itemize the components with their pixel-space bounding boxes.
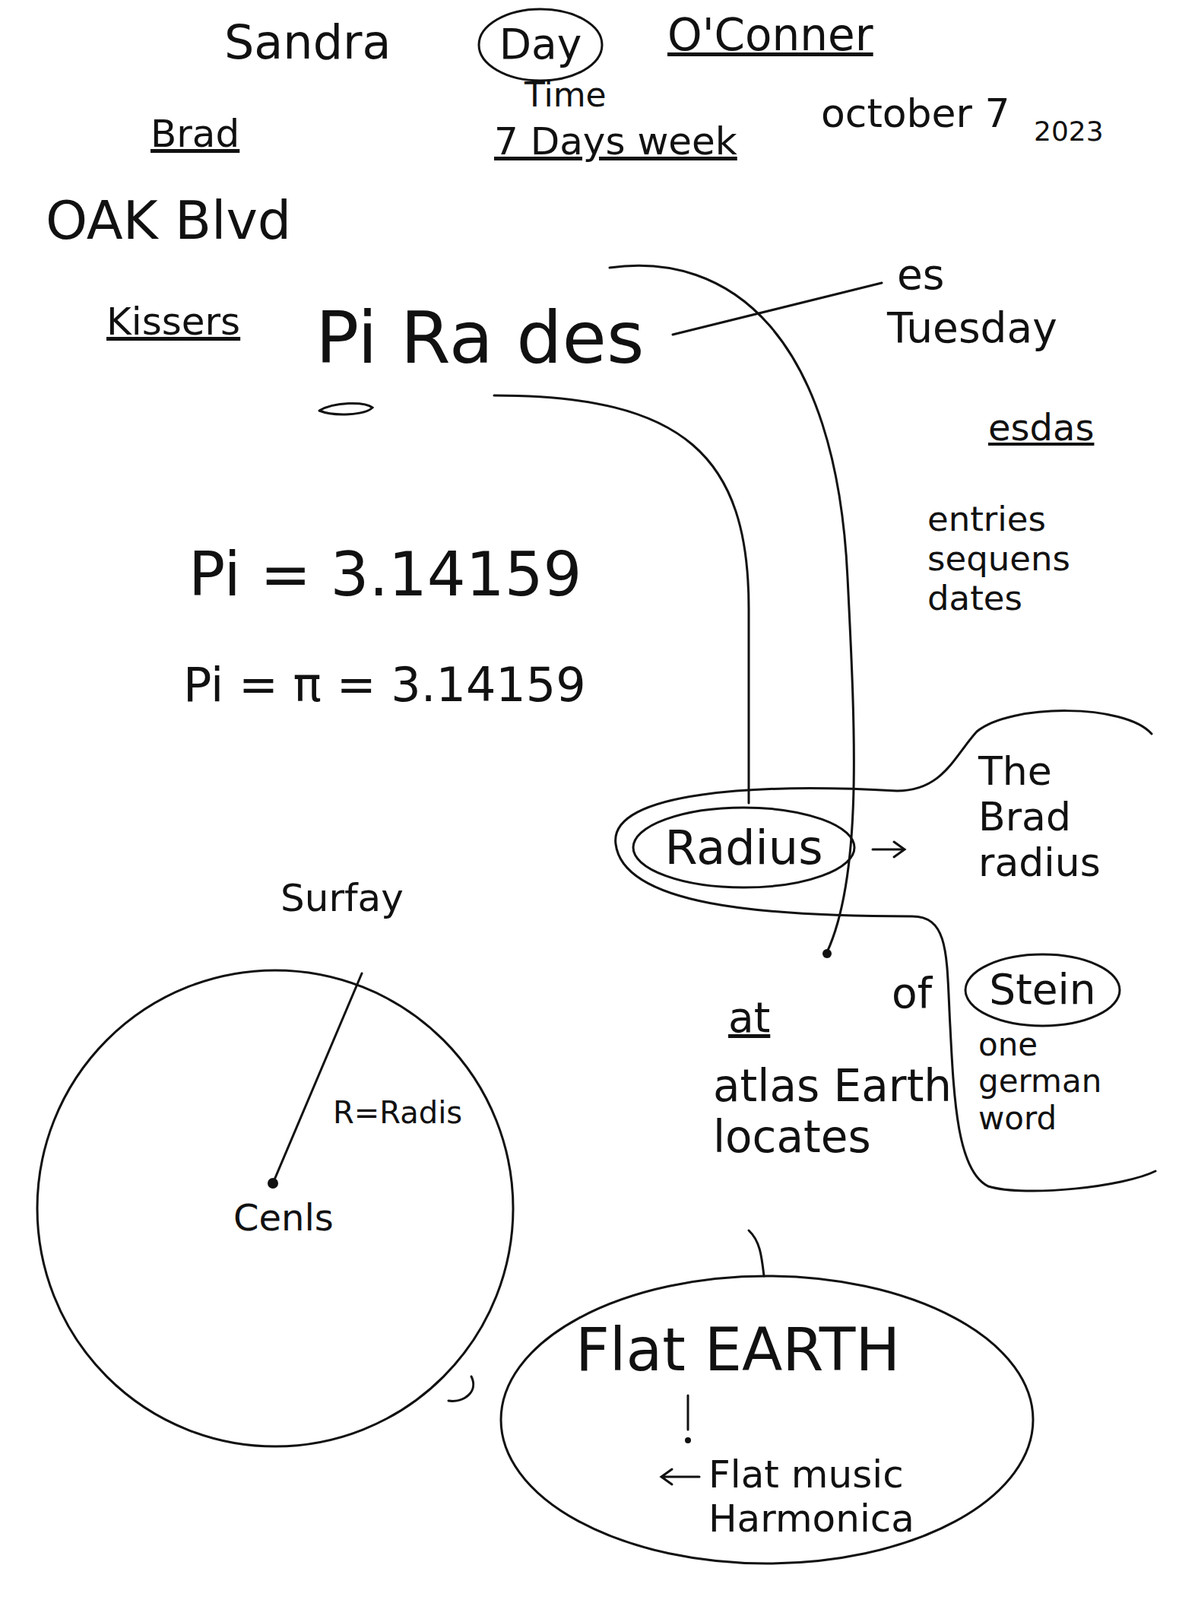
node-text: Surfay — [280, 876, 404, 921]
leader-bracket — [748, 1229, 764, 1276]
handwritten-note: Tuesday — [887, 304, 1058, 352]
radius-line — [272, 972, 362, 1183]
outline — [633, 807, 855, 888]
exclamation-dot — [684, 1436, 691, 1443]
handwritten-note: october 7 — [820, 91, 1011, 137]
arrow-shaft — [872, 848, 904, 851]
handwritten-note: esdas — [988, 406, 1094, 449]
small-arrow — [661, 1468, 700, 1484]
circle-shape: SurfayR=RadisCenls — [35, 968, 515, 1448]
blob-outline — [615, 710, 1156, 1191]
handwritten-note: one german word — [978, 1026, 1131, 1137]
handwritten-note: Brad — [150, 112, 240, 157]
oval-shape: Day — [477, 7, 604, 83]
outline — [965, 953, 1120, 1026]
handwritten-note: Pi = π = 3.14159 — [183, 657, 587, 712]
handwritten-note: 7 Days week — [494, 120, 738, 165]
handwritten-note: Time — [524, 76, 607, 115]
curve-des-to-at — [609, 265, 854, 952]
node-text: Day — [499, 20, 583, 69]
outline — [500, 1275, 1034, 1563]
handwritten-note: es — [896, 250, 945, 299]
handwritten-note: Pi Ra des — [315, 296, 644, 380]
outline — [478, 9, 603, 81]
handwritten-note: at — [728, 993, 771, 1042]
circle-tick — [448, 1375, 474, 1401]
handwritten-note: O'Conner — [667, 9, 874, 61]
handwritten-note: Pi = 3.14159 — [188, 539, 582, 610]
p-underline-mark — [319, 402, 373, 415]
oval-shape: Radius — [631, 805, 856, 889]
node-text: Flat EARTH — [575, 1315, 901, 1385]
outline — [37, 969, 514, 1446]
exclamation-stroke — [687, 1394, 690, 1430]
node-text: Stein — [988, 965, 1096, 1014]
end-dot — [822, 948, 832, 958]
node-text: Cenls — [233, 1196, 334, 1239]
node-text: Flat music Harmonica — [708, 1452, 960, 1541]
stroke-des-to-es — [672, 282, 882, 335]
handwritten-note: atlas Earth locates — [713, 1060, 972, 1162]
center-dot — [267, 1177, 279, 1189]
handwritten-note: of — [891, 969, 932, 1018]
oval-shape: Flat EARTH Flat music Harmonica — [499, 1274, 1035, 1565]
node-text: Radius — [665, 820, 824, 875]
oval-shape: Stein — [963, 952, 1122, 1027]
handwritten-note: OAK Blvd — [45, 190, 292, 252]
node-text: R=Radis — [332, 1094, 463, 1130]
handwritten-note: Sandra — [224, 15, 391, 70]
arrow-head — [893, 841, 905, 857]
handwritten-note: Kissers — [106, 300, 241, 345]
handwritten-note: entries sequens dates — [927, 499, 1118, 618]
handwritten-note: The Brad radius — [978, 748, 1154, 885]
handwritten-note: 2023 — [1033, 115, 1104, 147]
